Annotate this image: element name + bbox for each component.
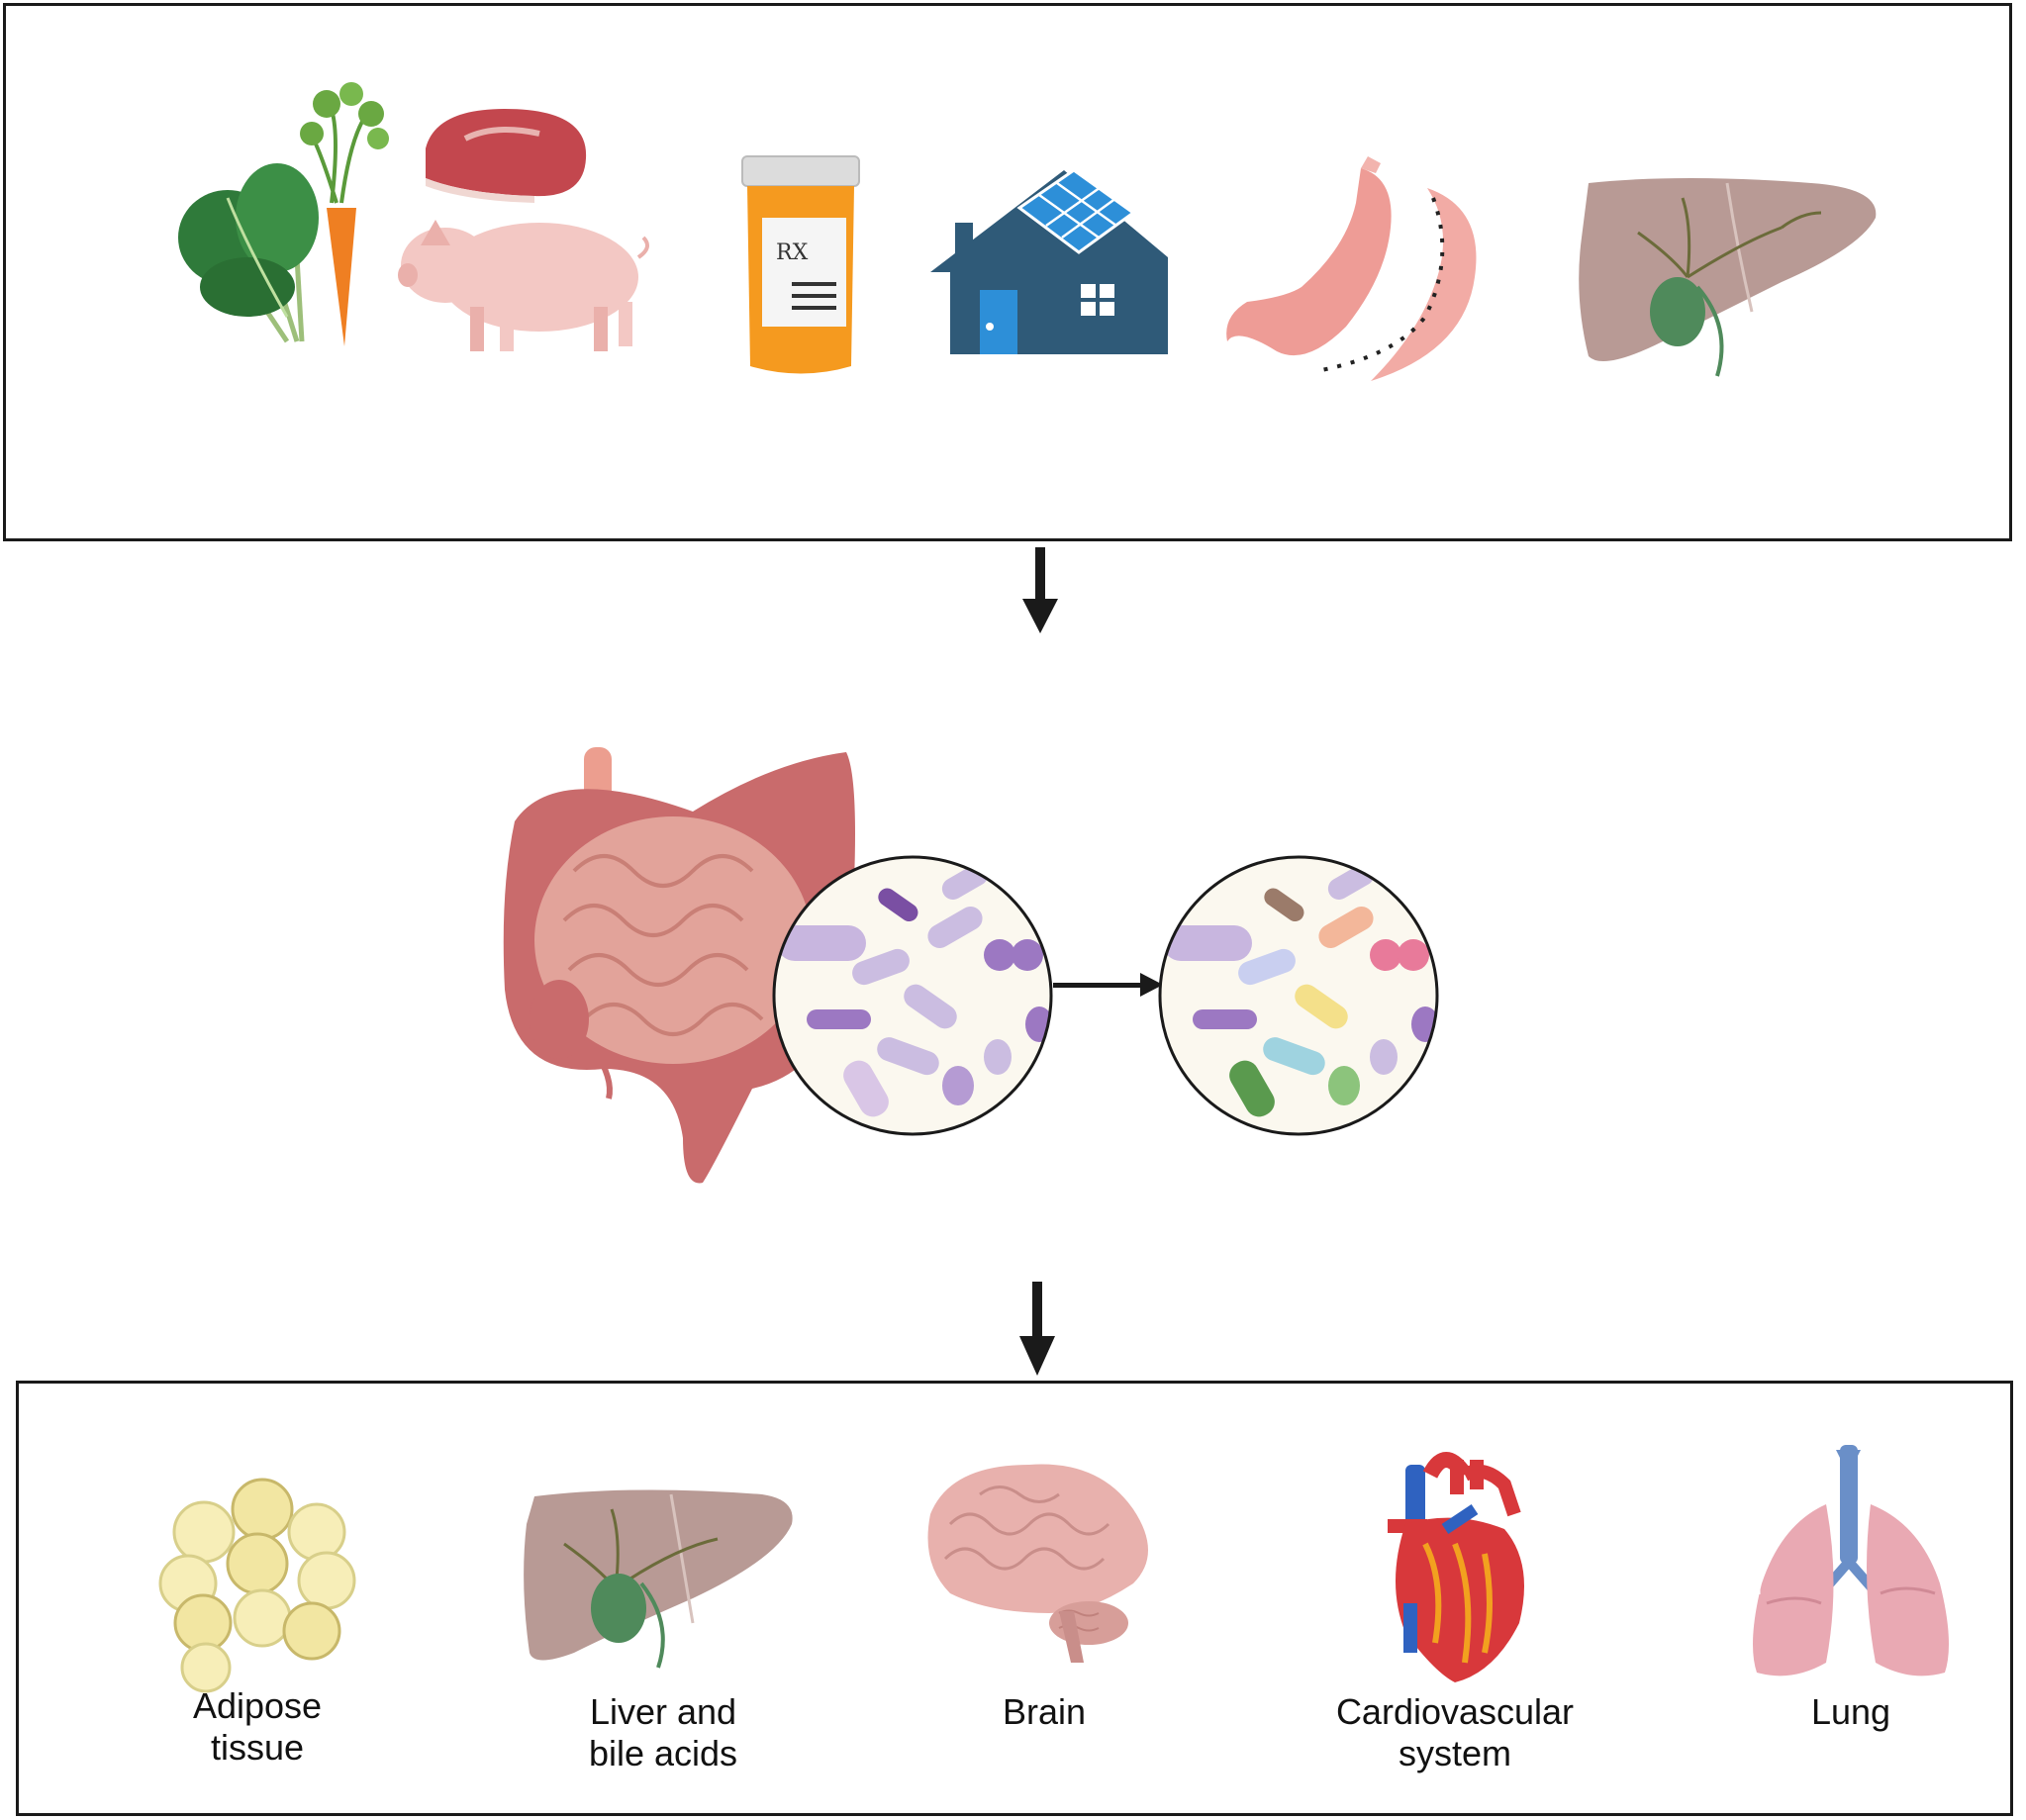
organ-label-line1: Lung [1810,1691,1891,1732]
organ-label-line1: Brain [1002,1691,1087,1732]
liver-icon [1579,178,1877,377]
liver-icon [524,1489,793,1669]
meat-icon [426,109,587,203]
adipose-icon [158,1478,356,1693]
organ-label-line1: Cardiovascular [1335,1691,1575,1732]
house-solar-icon [930,168,1168,354]
intestine-icon [503,747,855,1184]
organ-label-brain: Brain [945,1691,1143,1733]
organ-label-liver: Liver and bile acids [554,1691,772,1774]
arrow-top-to-middle [1022,547,1058,633]
microbiome-before-icon [772,855,1053,1136]
arrow-middle-to-bottom [1019,1282,1055,1376]
pig-icon [398,220,649,351]
organ-label-line2: tissue [210,1727,305,1768]
arrow-microbiome-shift [1053,973,1163,997]
lung-icon [1753,1445,1949,1676]
organ-label-lung: Lung [1752,1691,1950,1733]
organ-label-line1: Adipose [192,1685,323,1726]
brain-icon [927,1464,1148,1663]
carrot-icon [300,82,389,346]
pill-bottle-icon: RX [741,155,860,374]
microbiome-after-icon [1158,855,1439,1136]
stomach-surgery-icon [1226,156,1477,381]
organ-label-line1: Liver and [589,1691,737,1732]
organ-label-cardiovascular: Cardiovascular system [1306,1691,1603,1774]
heart-icon [1388,1452,1524,1682]
pill-label: RX [776,240,809,265]
organ-label-adipose: Adipose tissue [158,1685,356,1769]
organ-label-line2: system [1398,1733,1511,1773]
leafy-greens-icon [178,163,319,343]
organ-label-line2: bile acids [588,1733,738,1773]
